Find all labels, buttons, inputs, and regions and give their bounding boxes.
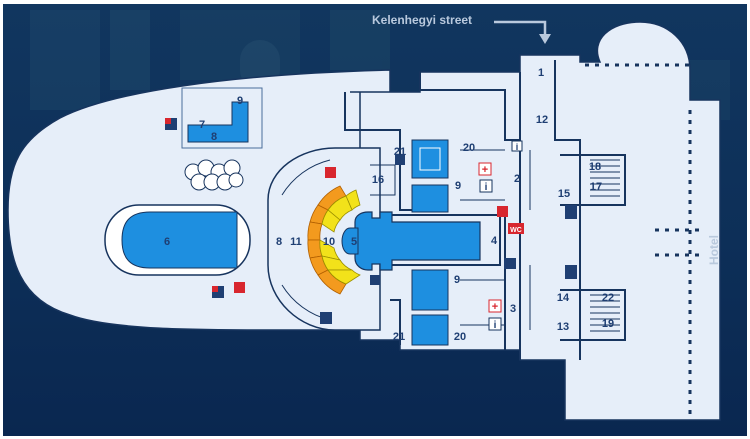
elevator-icon: [565, 205, 577, 219]
room-label-13: 13: [557, 321, 569, 333]
sign-icon: [320, 312, 332, 324]
room-label-18: 18: [589, 161, 601, 173]
room-label-11: 11: [290, 236, 302, 248]
red-sign-icon: [234, 282, 245, 293]
room-label-9-garden: 9: [237, 95, 243, 107]
room-label-3: 3: [510, 303, 516, 315]
first-aid-icon: [478, 162, 492, 176]
room-label-1: 1: [538, 67, 544, 79]
red-sign-icon: [497, 206, 508, 217]
room-label-9-lower: 9: [454, 274, 460, 286]
street-label: Kelenhegyi street: [372, 13, 472, 27]
room-label-19: 19: [602, 318, 614, 330]
room-label-10: 10: [323, 236, 335, 248]
sign-icon: [370, 275, 380, 285]
sign-icon: [504, 258, 516, 269]
room-label-22: 22: [602, 292, 614, 304]
pool-5: [341, 227, 359, 255]
red-sign-icon: [325, 167, 336, 178]
sign-icon-accent: [165, 118, 171, 124]
pool-6: [121, 211, 238, 269]
interior-walls: [344, 60, 700, 420]
hotel-label: Hotel: [707, 235, 721, 265]
first-aid-icon-glyph: +: [492, 301, 498, 313]
sign-icon-accent: [212, 286, 218, 292]
room-label-14: 14: [557, 292, 570, 304]
room-label-21-lower: 21: [393, 331, 405, 343]
sign-icon: [395, 155, 405, 165]
room-label-17: 17: [590, 181, 602, 193]
info-icon-glyph: i: [485, 182, 488, 193]
room-label-5: 5: [351, 236, 357, 248]
tree-cluster: [184, 159, 244, 191]
facility-icons: + + i i i WC: [165, 118, 577, 331]
info-icon: [488, 317, 502, 331]
room-labels: 1 2 3 4 5 6 7 8 8 9 9 9 10 11 12 13 14 1…: [164, 67, 614, 343]
room-label-7: 7: [199, 119, 205, 131]
room-label-21-upper: 21: [394, 146, 406, 158]
room-label-15: 15: [558, 188, 570, 200]
street-arrow-icon: [539, 34, 551, 44]
room-label-2: 2: [514, 173, 520, 185]
room-label-4: 4: [491, 235, 498, 247]
info-icon: [479, 179, 493, 193]
first-aid-icon: [488, 299, 502, 313]
wc-icon-glyph: WC: [510, 227, 522, 234]
room-label-16: 16: [372, 174, 384, 186]
info-icon: [511, 140, 523, 152]
info-icon-glyph: i: [516, 142, 519, 152]
room-label-20-upper: 20: [463, 142, 475, 154]
room-label-9-upper: 9: [455, 180, 461, 192]
room-label-12: 12: [536, 114, 548, 126]
room-label-20-lower: 20: [454, 331, 466, 343]
elevator-icon: [565, 265, 577, 279]
outdoor-pool-7: [187, 101, 249, 143]
stairs: [590, 159, 620, 332]
room-label-6: 6: [164, 236, 170, 248]
pool-4: [354, 211, 481, 271]
room-label-8-garden: 8: [211, 131, 217, 143]
street-pointer-line: [494, 20, 547, 38]
wc-icon: [508, 223, 524, 234]
info-icon-glyph: i: [494, 320, 497, 331]
garden-area: [181, 87, 263, 149]
first-aid-icon-glyph: +: [482, 164, 488, 176]
therapy-pools: [411, 139, 449, 346]
room-label-8: 8: [276, 236, 282, 248]
auditorium-seats: [281, 159, 361, 321]
